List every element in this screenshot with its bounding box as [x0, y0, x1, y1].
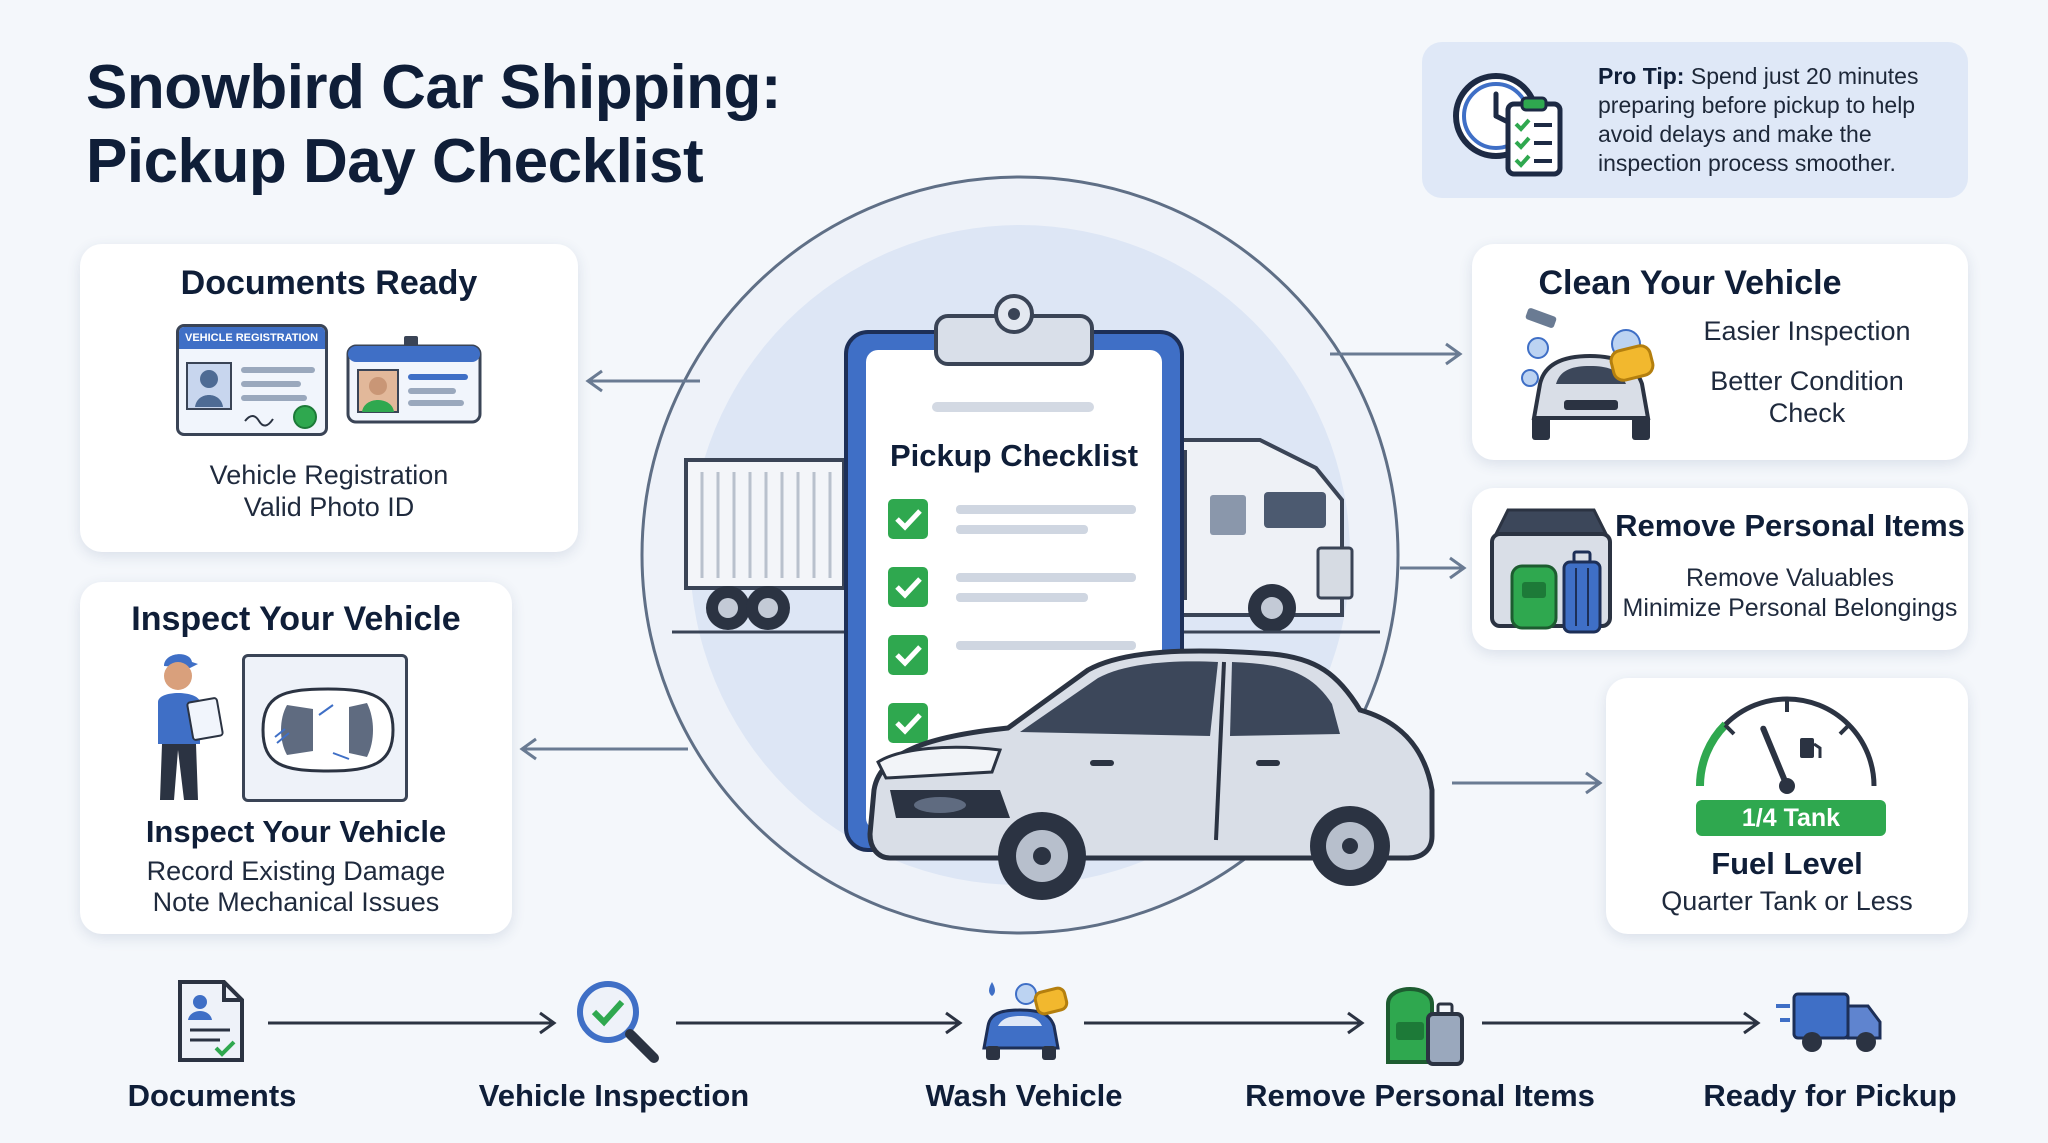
luggage-icon — [1386, 987, 1464, 1066]
clean-card-title: Clean Your Vehicle — [1538, 264, 1842, 302]
clean-line-2a: Better Condition — [1710, 366, 1904, 396]
photo-id-card-icon — [346, 336, 482, 424]
pro-tip-box: Pro Tip: Spend just 20 minutes preparing… — [1422, 42, 1968, 198]
inspect-card: Inspect Your Vehicle Inspect Your Vehicl… — [80, 582, 512, 934]
inspect-card-subtitle: Inspect Your Vehicle — [145, 814, 447, 849]
documents-card: Documents Ready VEHICLE REGISTRATION Veh… — [80, 244, 578, 552]
pro-tip-text: Pro Tip: Spend just 20 minutes preparing… — [1598, 62, 1958, 178]
clipboard-title: Pickup Checklist — [889, 438, 1139, 473]
car-diagram-icon — [242, 654, 408, 802]
car-wash-sponge-icon — [1521, 308, 1655, 440]
vehicle-registration-doc-icon: VEHICLE REGISTRATION — [176, 324, 328, 436]
registration-badge: VEHICLE REGISTRATION — [179, 327, 325, 349]
pro-tip-body: Spend just 20 minutes preparing before p… — [1598, 63, 1919, 176]
fuel-tank-badge: 1/4 Tank — [1696, 800, 1886, 836]
personal-items-card: Remove Personal Items Remove Valuables M… — [1472, 488, 1968, 650]
step-label-3: Wash Vehicle — [925, 1078, 1123, 1113]
fuel-level-card: 1/4 Tank Fuel Level Quarter Tank or Less — [1606, 678, 1968, 934]
checkbox-3 — [888, 635, 1136, 675]
personal-line-2: Minimize Personal Belongings — [1622, 594, 1958, 622]
connector-arrows — [519, 342, 1603, 795]
semi-truck-illustration — [672, 438, 1380, 634]
step-label-1: Documents — [127, 1078, 297, 1113]
inspect-line-2: Note Mechanical Issues — [152, 887, 440, 917]
personal-line-1: Remove Valuables — [1686, 564, 1894, 592]
documents-line-1: Vehicle Registration — [209, 460, 449, 490]
step-label-5: Ready for Pickup — [1703, 1078, 1957, 1113]
personal-items-card-title: Remove Personal Items — [1615, 508, 1965, 543]
clipboard-checklist — [888, 499, 1136, 743]
magnifier-check-icon — [577, 981, 659, 1063]
documents-card-title: Documents Ready — [180, 264, 478, 302]
inspect-line-1: Record Existing Damage — [146, 856, 446, 886]
fuel-card-title: Fuel Level — [1711, 846, 1863, 881]
pro-tip-label: Pro Tip: — [1598, 63, 1685, 89]
checkbox-1 — [888, 499, 1136, 539]
clean-line-2b: Check — [1768, 398, 1846, 428]
car-wash-icon — [982, 982, 1069, 1060]
truck-icon — [1776, 992, 1882, 1052]
checkbox-2 — [888, 567, 1136, 607]
clean-card: Clean Your Vehicle Easier Inspection Bet… — [1472, 244, 1968, 460]
clean-line-1: Easier Inspection — [1703, 316, 1911, 346]
document-icon — [178, 980, 244, 1062]
registration-details-icon — [186, 362, 317, 429]
step-label-4: Remove Personal Items — [1245, 1078, 1595, 1113]
fuel-line-1: Quarter Tank or Less — [1661, 886, 1913, 916]
page-title-line-1: Snowbird Car Shipping: — [86, 53, 782, 122]
page-title-line-2: Pickup Day Checklist — [86, 127, 704, 196]
inspector-person-icon — [158, 654, 224, 800]
step-label-2: Vehicle Inspection — [478, 1078, 750, 1113]
inspect-card-title: Inspect Your Vehicle — [131, 600, 461, 638]
checkbox-4 — [888, 703, 928, 743]
trunk-luggage-icon — [1490, 508, 1612, 634]
clock-checklist-icon — [1453, 73, 1563, 177]
sedan-car-illustration — [867, 648, 1435, 900]
fuel-gauge-icon — [1696, 696, 1877, 794]
documents-line-2: Valid Photo ID — [243, 492, 415, 522]
